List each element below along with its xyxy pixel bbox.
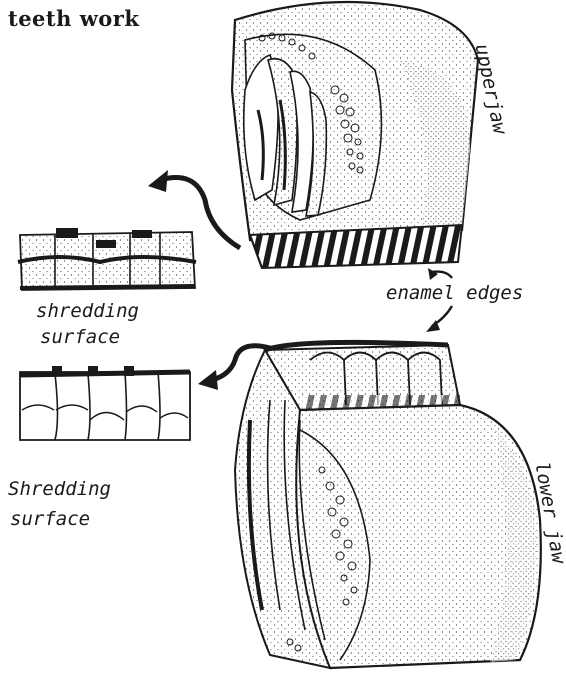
label-shredding-top-line2: surface — [40, 326, 120, 348]
lower-jaw-block — [235, 342, 541, 668]
label-enamel-edges: enamel edges — [386, 282, 523, 304]
label-shredding-bottom-line1: Shredding — [8, 478, 111, 500]
label-shredding-top-line1: shredding — [36, 300, 139, 322]
shredding-surface-bottom-detail — [20, 366, 190, 440]
page-title: teeth work — [8, 6, 139, 31]
upper-jaw-block — [232, 2, 478, 268]
label-shredding-bottom-line2: surface — [10, 508, 90, 530]
shredding-surface-top-detail — [18, 228, 196, 290]
